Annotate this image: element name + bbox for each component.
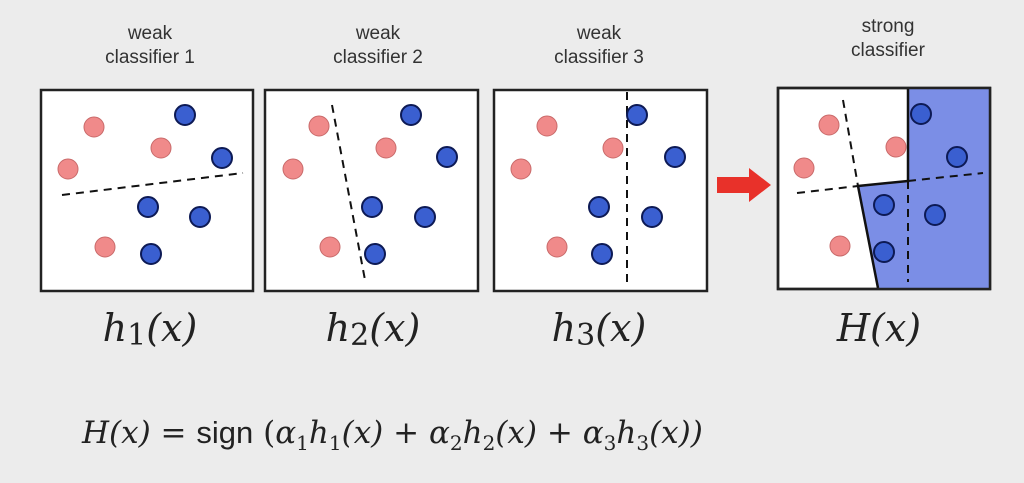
- caption-line2: classifier 3: [554, 47, 644, 68]
- decision-boundary-line: [796, 185, 859, 194]
- positive-sample: [83, 116, 105, 138]
- formula-lhs: H(x) =: [82, 415, 197, 451]
- formula-arg3: (x)): [649, 415, 703, 451]
- label-sub: 1: [127, 318, 147, 353]
- label-main: h: [102, 306, 128, 350]
- negative-sample: [626, 104, 648, 126]
- formula-alpha2: α: [428, 415, 450, 451]
- negative-sample: [664, 146, 686, 168]
- label-h2: h2(x): [288, 306, 458, 353]
- formula-alpha1: α: [275, 415, 297, 451]
- caption-line1: weak: [355, 23, 401, 44]
- positive-sample: [150, 137, 172, 159]
- negative-sample: [189, 206, 211, 228]
- positive-sample: [308, 115, 330, 137]
- panel-1: [39, 88, 255, 293]
- decision-boundary-line: [61, 172, 244, 196]
- label-arg: (x): [595, 306, 647, 350]
- label-sub: 3: [576, 318, 596, 353]
- panel-3: [492, 88, 709, 293]
- label-h1: h1(x): [65, 306, 235, 353]
- negative-sample: [140, 243, 162, 265]
- label-H: H(x): [794, 306, 964, 350]
- negative-sample: [174, 104, 196, 126]
- negative-sample: [946, 146, 968, 168]
- negative-sample: [924, 204, 946, 226]
- positive-sample: [602, 137, 624, 159]
- strong-region-outline: [856, 89, 910, 289]
- positive-sample: [510, 158, 532, 180]
- formula-alpha3-sub: 3: [603, 431, 617, 456]
- label-arg: (x): [870, 306, 922, 350]
- negative-sample: [873, 194, 895, 216]
- negative-sample: [641, 206, 663, 228]
- positive-sample: [319, 236, 341, 258]
- caption-strong-classifier: strong classifier: [808, 15, 968, 63]
- label-arg: (x): [146, 306, 198, 350]
- negative-sample: [910, 103, 932, 125]
- formula-open: (: [253, 415, 276, 451]
- positive-sample: [885, 136, 907, 158]
- positive-sample: [829, 235, 851, 257]
- caption-line2: classifier: [851, 40, 925, 61]
- formula-arg2: (x) +: [495, 415, 583, 451]
- negative-sample: [414, 206, 436, 228]
- caption-line2: classifier 1: [105, 47, 195, 68]
- negative-sample: [588, 196, 610, 218]
- formula-h3-sub: 3: [636, 431, 650, 456]
- negative-sample: [591, 243, 613, 265]
- caption-weak-classifier-3: weak classifier 3: [519, 22, 679, 70]
- formula-h1: h: [308, 415, 329, 451]
- negative-sample: [873, 241, 895, 263]
- positive-sample: [94, 236, 116, 258]
- strong-region: [858, 89, 989, 288]
- positive-sample: [536, 115, 558, 137]
- negative-sample: [400, 104, 422, 126]
- label-h3: h3(x): [514, 306, 684, 353]
- label-arg: (x): [369, 306, 421, 350]
- formula-sign: sign: [196, 415, 254, 450]
- formula-h3: h: [616, 415, 637, 451]
- formula-alpha3: α: [582, 415, 604, 451]
- strong-classifier-formula: H(x) = sign (α1h1(x) + α2h2(x) + α3h3(x)…: [82, 415, 703, 455]
- caption-line1: weak: [127, 23, 173, 44]
- positive-sample: [546, 236, 568, 258]
- positive-sample: [57, 158, 79, 180]
- caption-weak-classifier-1: weak classifier 1: [70, 22, 230, 70]
- caption-line2: classifier 2: [333, 47, 423, 68]
- arrow-right-icon: [717, 168, 771, 202]
- positive-sample: [375, 137, 397, 159]
- negative-sample: [436, 146, 458, 168]
- formula-alpha1-sub: 1: [296, 431, 309, 456]
- panel-strong: [776, 86, 992, 291]
- negative-sample: [361, 196, 383, 218]
- decision-boundary-line: [331, 104, 366, 281]
- formula-h2: h: [462, 415, 483, 451]
- positive-sample: [793, 157, 815, 179]
- caption-weak-classifier-2: weak classifier 2: [298, 22, 458, 70]
- negative-sample: [364, 243, 386, 265]
- formula-h2-sub: 2: [482, 431, 496, 456]
- formula-arg1: (x) +: [341, 415, 429, 451]
- decision-boundary-line: [842, 99, 859, 187]
- positive-sample: [818, 114, 840, 136]
- label-main: H: [836, 306, 871, 350]
- formula-alpha2-sub: 2: [449, 431, 463, 456]
- negative-sample: [211, 147, 233, 169]
- positive-sample: [282, 158, 304, 180]
- caption-line1: weak: [576, 23, 622, 44]
- caption-line1: strong: [861, 16, 915, 37]
- label-sub: 2: [350, 318, 370, 353]
- negative-sample: [137, 196, 159, 218]
- label-main: h: [325, 306, 351, 350]
- panel-2: [263, 88, 480, 293]
- formula-h1-sub: 1: [328, 431, 342, 456]
- label-main: h: [551, 306, 577, 350]
- decision-boundary-line: [907, 172, 984, 182]
